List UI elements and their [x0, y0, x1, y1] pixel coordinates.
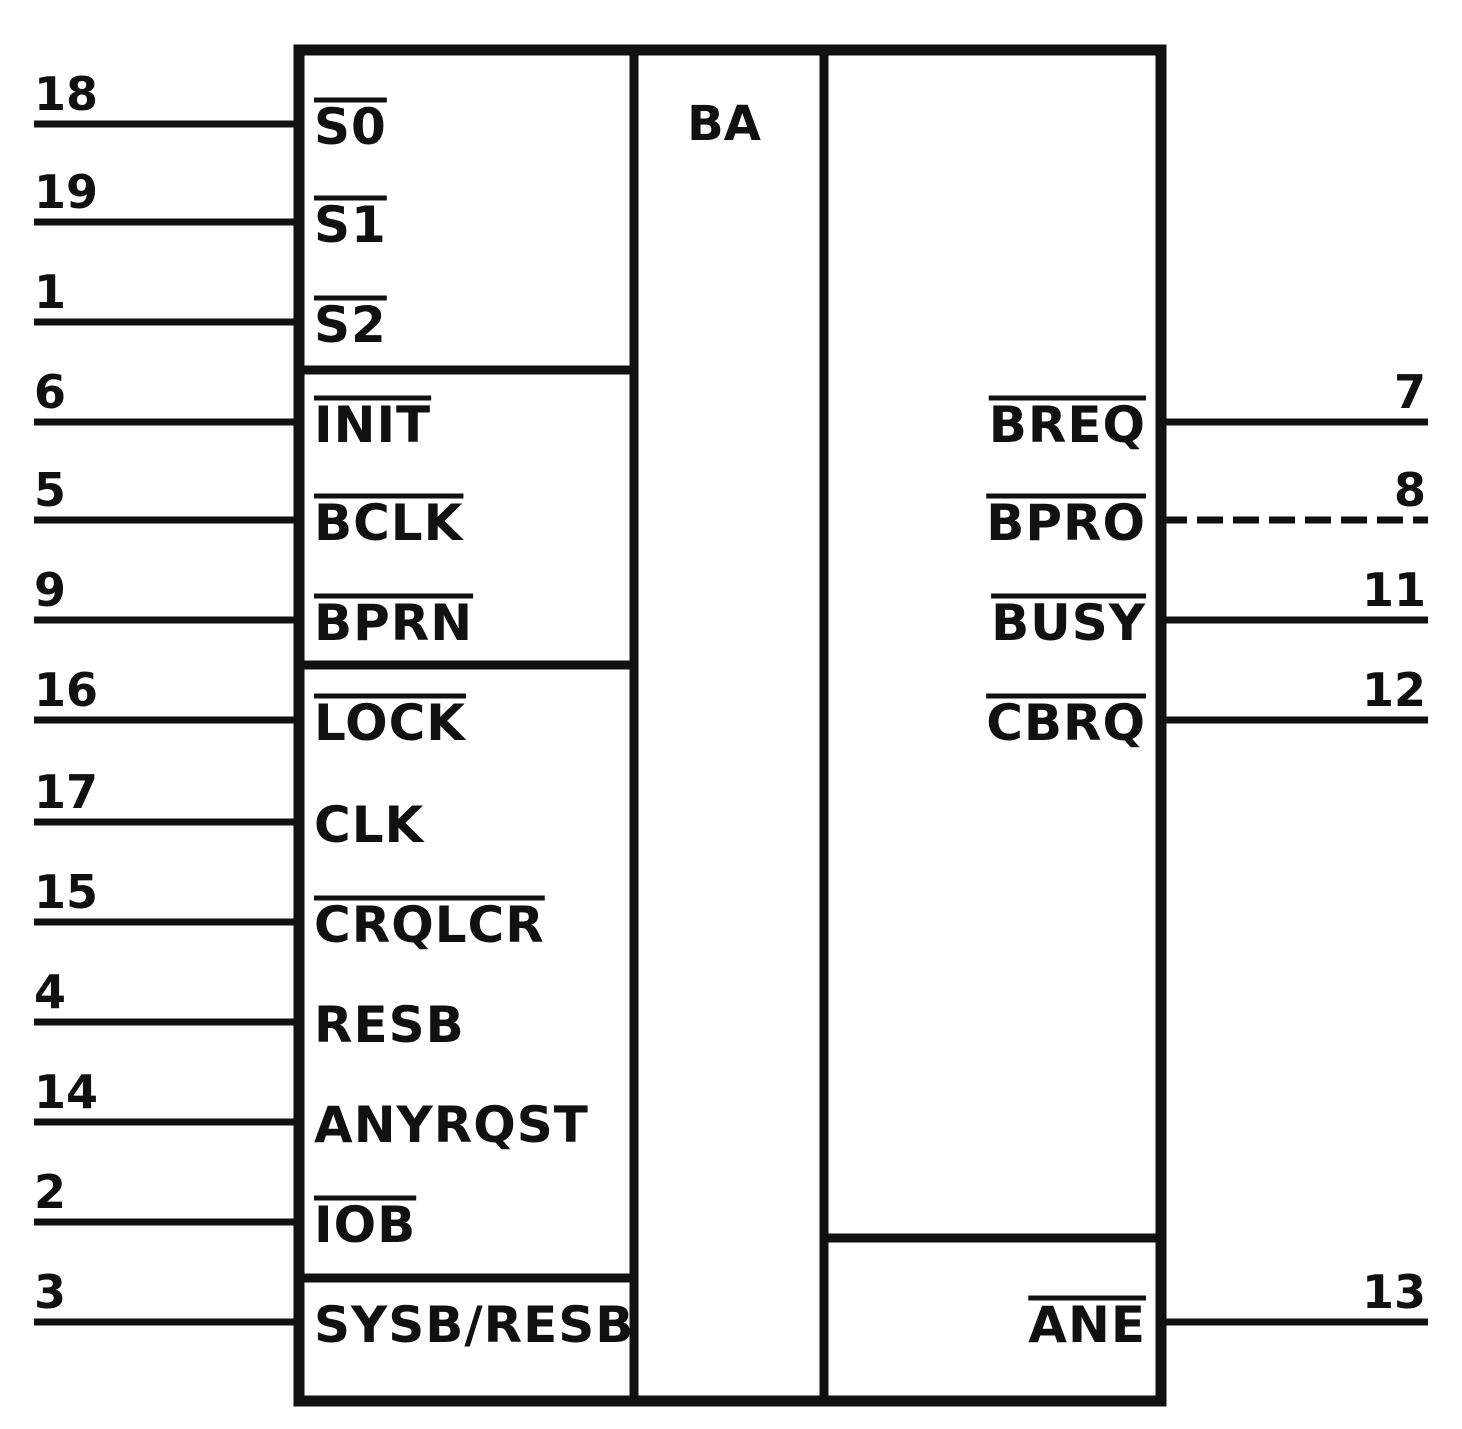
pin-label: ANYRQST	[314, 1096, 589, 1154]
pin-number: 2	[34, 1165, 66, 1219]
pin-number: 12	[1362, 663, 1426, 717]
pin-label: BPRO	[986, 494, 1146, 552]
pin-label: BPRN	[314, 594, 473, 652]
pin-number: 19	[34, 165, 98, 219]
left-pin-group: 18S019S11S26INIT5BCLK9BPRN16LOCK17CLK15C…	[34, 67, 634, 1354]
pin-number: 3	[34, 1265, 66, 1319]
chip-body	[293, 44, 1167, 1407]
pin-number: 11	[1362, 563, 1426, 617]
pin-label: BUSY	[991, 594, 1146, 652]
pin-label: LOCK	[314, 694, 467, 752]
pin-s2: 1S2	[34, 265, 387, 354]
pin-label: S0	[314, 98, 387, 156]
pin-number: 7	[1394, 365, 1426, 419]
pin-label: BREQ	[989, 396, 1146, 454]
pin-number: 5	[34, 463, 66, 517]
pin-label: CLK	[314, 796, 426, 854]
pin-label: SYSB/RESB	[314, 1296, 634, 1354]
pin-number: 14	[34, 1065, 98, 1119]
pin-label: ANE	[1028, 1296, 1146, 1354]
pin-label: RESB	[314, 996, 465, 1054]
pin-label: S1	[314, 196, 387, 254]
pin-number: 16	[34, 663, 98, 717]
pin-label: INIT	[314, 396, 431, 454]
pin-number: 1	[34, 265, 66, 319]
pin-number: 9	[34, 563, 66, 617]
chip-title: BA	[687, 96, 761, 152]
pin-label: CBRQ	[986, 694, 1146, 752]
pin-number: 15	[34, 865, 98, 919]
pin-number: 4	[34, 965, 66, 1019]
pin-number: 17	[34, 765, 98, 819]
pin-number: 8	[1394, 463, 1426, 517]
pin-number: 6	[34, 365, 66, 419]
pin-label: CRQLCR	[314, 896, 545, 954]
pin-label: BCLK	[314, 494, 465, 552]
pin-number: 18	[34, 67, 98, 121]
pin-number: 13	[1362, 1265, 1426, 1319]
pin-label: S2	[314, 296, 387, 354]
pin-label: IOB	[314, 1196, 416, 1254]
